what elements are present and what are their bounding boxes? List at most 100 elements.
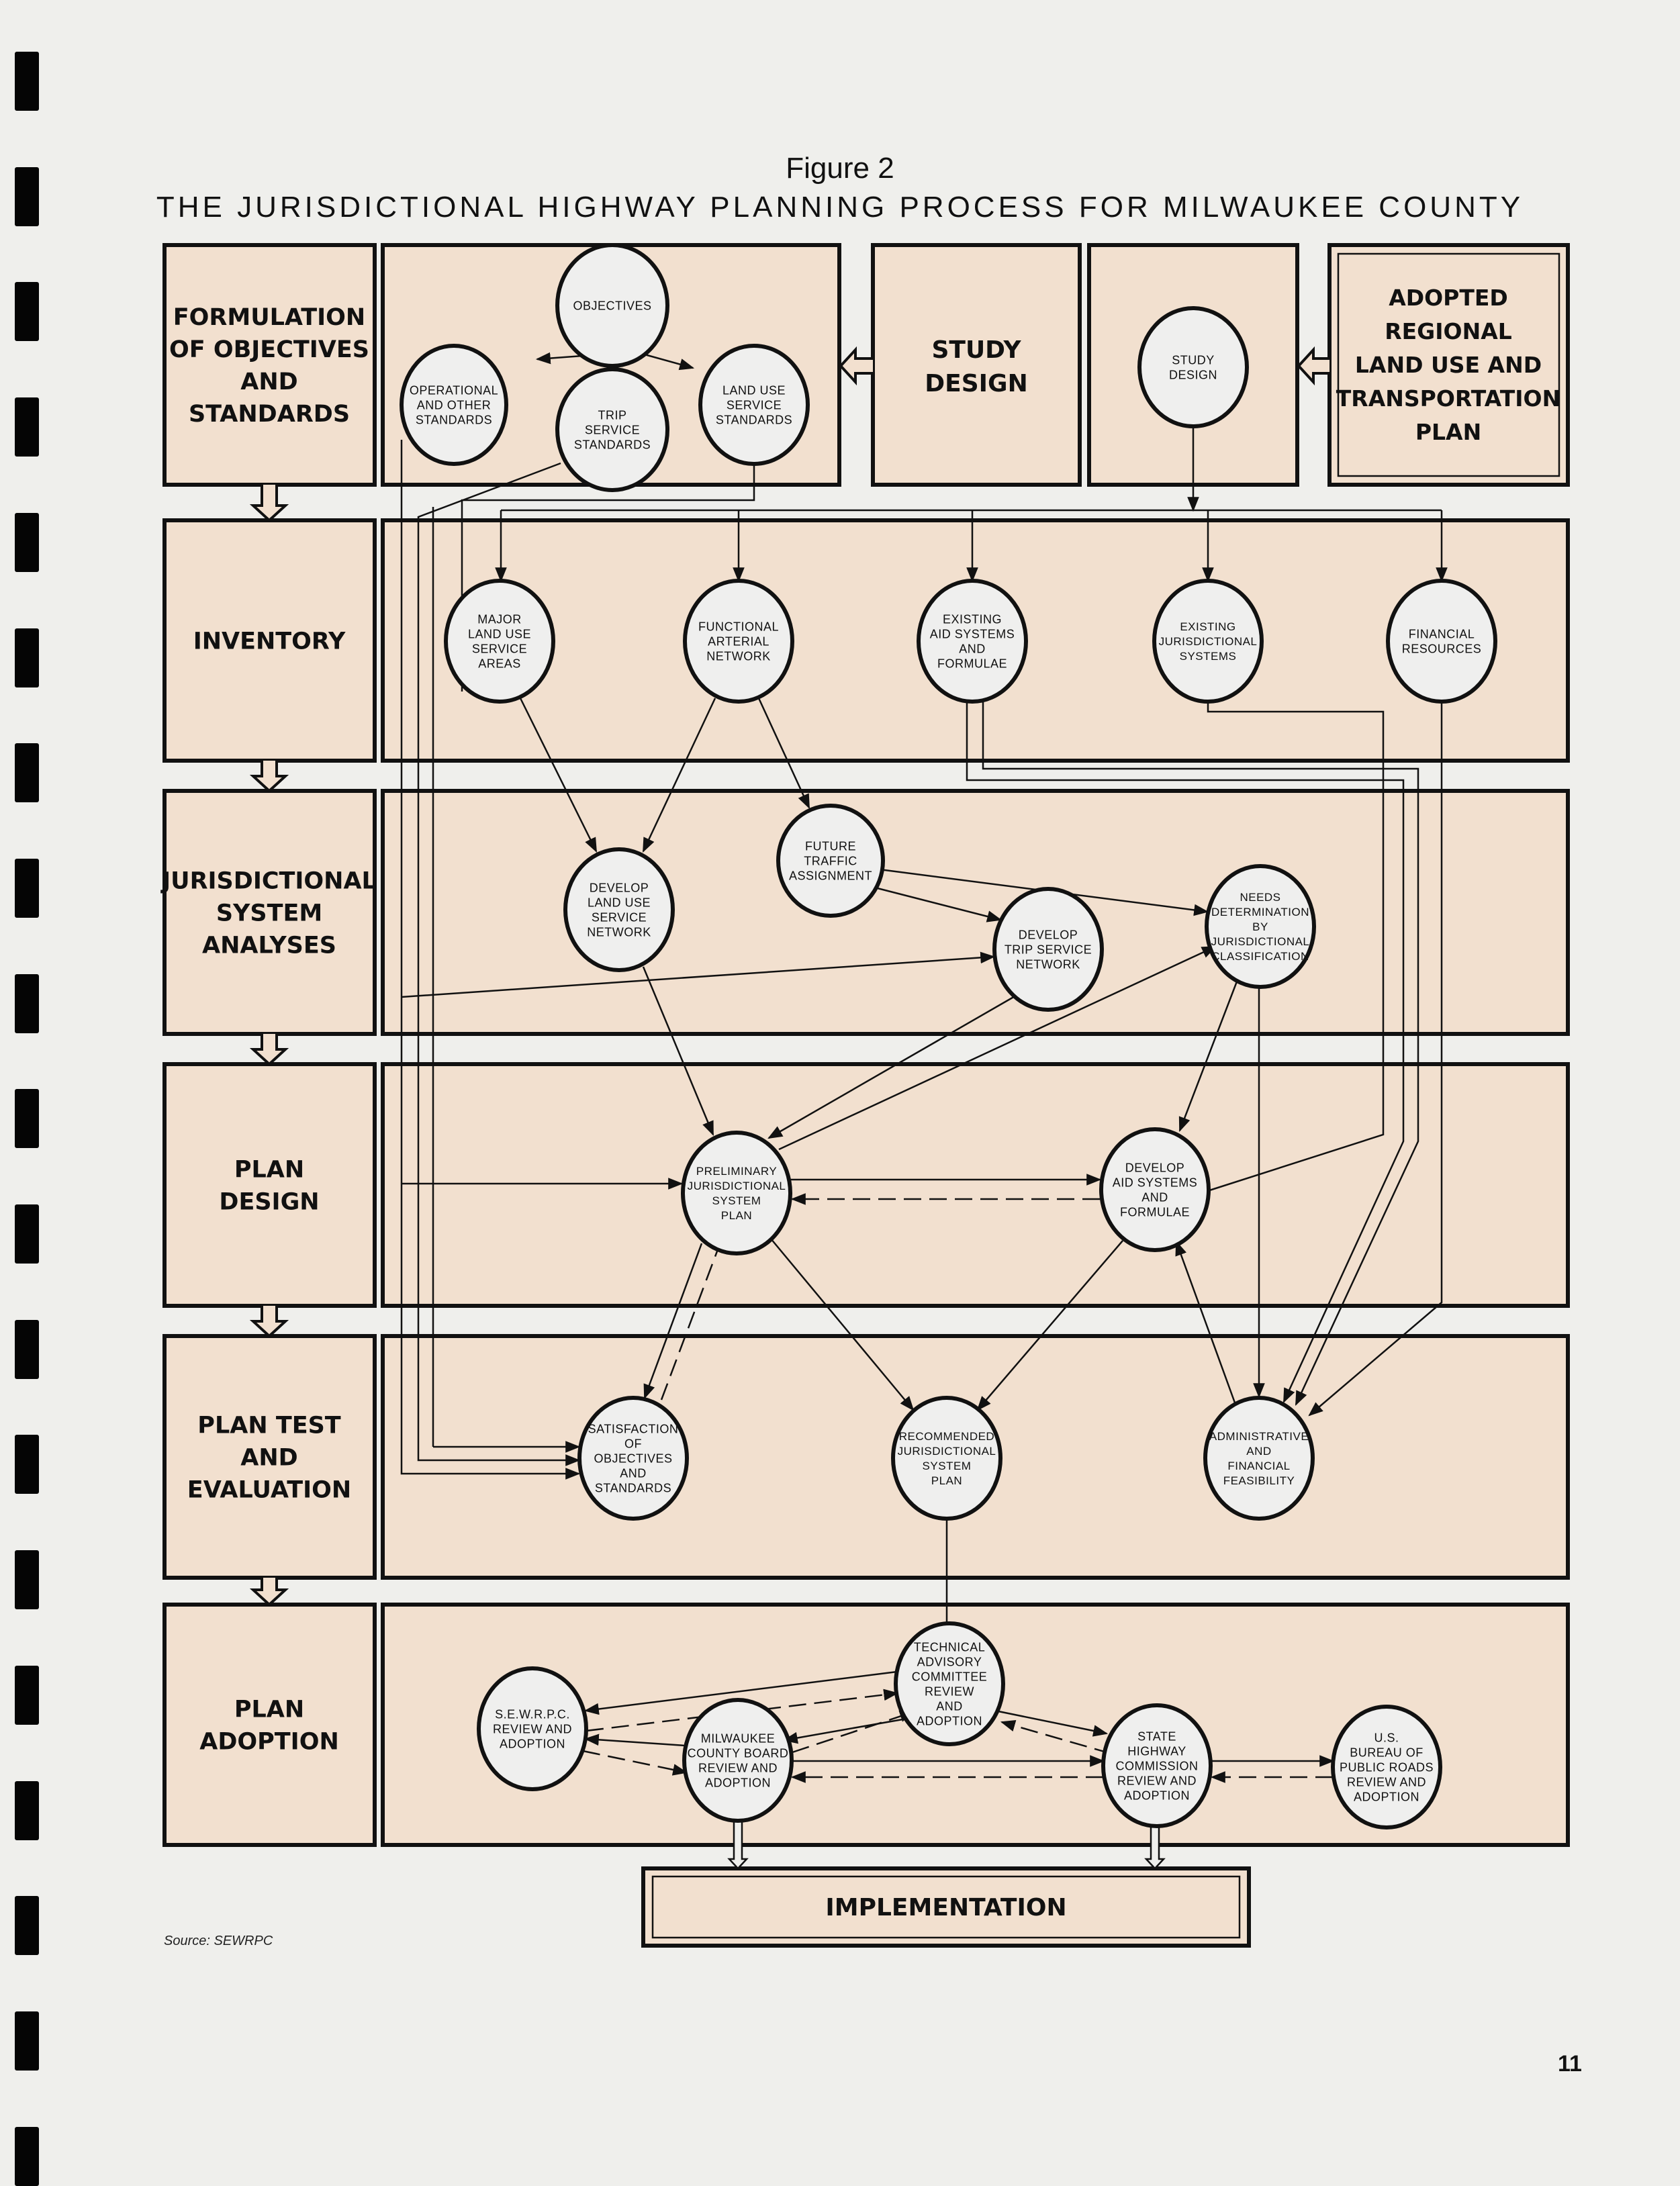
binding-hole-mark bbox=[15, 2011, 39, 2071]
edge-sewrpc-to-county bbox=[582, 1750, 688, 1776]
edge-trip-standards-to-satisfaction bbox=[417, 462, 581, 1466]
binding-hole-mark bbox=[15, 1319, 39, 1379]
stage-box-plan-test bbox=[162, 1334, 377, 1580]
edge-technical-to-state bbox=[994, 1709, 1109, 1737]
adopted-plan-to-study-design-arrow bbox=[1297, 346, 1329, 386]
binding-hole-mark bbox=[15, 1896, 39, 1956]
county-board-to-implementation-arrow bbox=[727, 1819, 749, 1870]
node-shape bbox=[698, 344, 810, 466]
binding-hole-mark bbox=[15, 743, 39, 803]
binding-hole-mark bbox=[15, 512, 39, 572]
stage-box-plan-adoption bbox=[162, 1603, 377, 1847]
edge-objectives-landuse bbox=[644, 353, 695, 371]
edge-operational-to-satisfaction bbox=[400, 440, 581, 1480]
edge-county-to-sewrpc bbox=[584, 1733, 686, 1747]
node-shape bbox=[1203, 1396, 1315, 1521]
node-shape bbox=[555, 243, 669, 368]
edge-functional-to-future-traffic bbox=[757, 698, 810, 809]
node-shape bbox=[577, 1396, 689, 1521]
node-shape bbox=[1386, 579, 1497, 704]
study-design-panel bbox=[871, 243, 1082, 487]
stage-panel-plan-design bbox=[381, 1062, 1570, 1308]
node-shape bbox=[1331, 1705, 1442, 1829]
stage-box-analyses bbox=[162, 789, 377, 1036]
edge-county-to-technical bbox=[792, 1710, 915, 1754]
study-design-to-objectives-arrow bbox=[839, 346, 873, 386]
source-note: Source: SEWRPC bbox=[164, 1934, 273, 1948]
edge-technical-to-county bbox=[782, 1717, 907, 1744]
edge-existing-aid-to-administrative-2 bbox=[982, 701, 1419, 1406]
binding-hole-mark bbox=[15, 1665, 39, 1725]
implementation-inner-border bbox=[651, 1875, 1241, 1939]
edge-existing-jurisdictional-routing bbox=[1205, 701, 1385, 1193]
node-shape bbox=[682, 1698, 794, 1823]
implementation-label: IMPLEMENTATION bbox=[825, 1894, 1066, 1921]
node-shape bbox=[477, 1666, 588, 1791]
binding-hole-mark bbox=[15, 397, 39, 457]
adopted-plan-panel bbox=[1327, 243, 1570, 487]
edge-technical-to-sewrpc bbox=[584, 1670, 898, 1715]
edge-aid-systems-to-recommended bbox=[976, 1240, 1123, 1411]
stage-box-plan-design bbox=[162, 1062, 377, 1308]
stage-arrow-3 bbox=[249, 1034, 289, 1066]
edge-existing-aid-to-administrative bbox=[966, 701, 1405, 1403]
node-shape bbox=[917, 579, 1028, 704]
node-shape bbox=[1101, 1703, 1213, 1828]
binding-hole-mark bbox=[15, 2126, 39, 2186]
node-shape bbox=[1152, 579, 1264, 704]
node-shape bbox=[1205, 864, 1316, 989]
stage-arrow-1 bbox=[249, 485, 289, 522]
stage-label-inventory: INVENTORY bbox=[193, 628, 346, 655]
node-shape bbox=[555, 367, 669, 492]
node-shape bbox=[894, 1621, 1005, 1746]
binding-hole-mark bbox=[15, 167, 39, 226]
edge-preliminary-to-needs bbox=[778, 945, 1217, 1151]
node-objectives: OBJECTIVES bbox=[555, 243, 669, 368]
node-label: OBJECTIVES bbox=[573, 299, 651, 312]
node-shape bbox=[444, 579, 555, 704]
page-number: 11 bbox=[1558, 2051, 1582, 2077]
adopted-plan-inner-border bbox=[1337, 252, 1560, 477]
node-shape bbox=[992, 887, 1104, 1012]
edge-needs-to-aid-systems bbox=[1178, 981, 1238, 1133]
edge-state-to-technical bbox=[1000, 1720, 1112, 1755]
binding-hole-mark bbox=[15, 628, 39, 687]
binding-hole-mark bbox=[15, 1089, 39, 1149]
state-highway-to-implementation-arrow bbox=[1144, 1819, 1166, 1870]
node-shape bbox=[1099, 1127, 1211, 1252]
node-shape bbox=[776, 804, 885, 918]
edge-develop-network-to-preliminary bbox=[642, 966, 714, 1137]
binding-hole-mark bbox=[15, 1435, 39, 1494]
